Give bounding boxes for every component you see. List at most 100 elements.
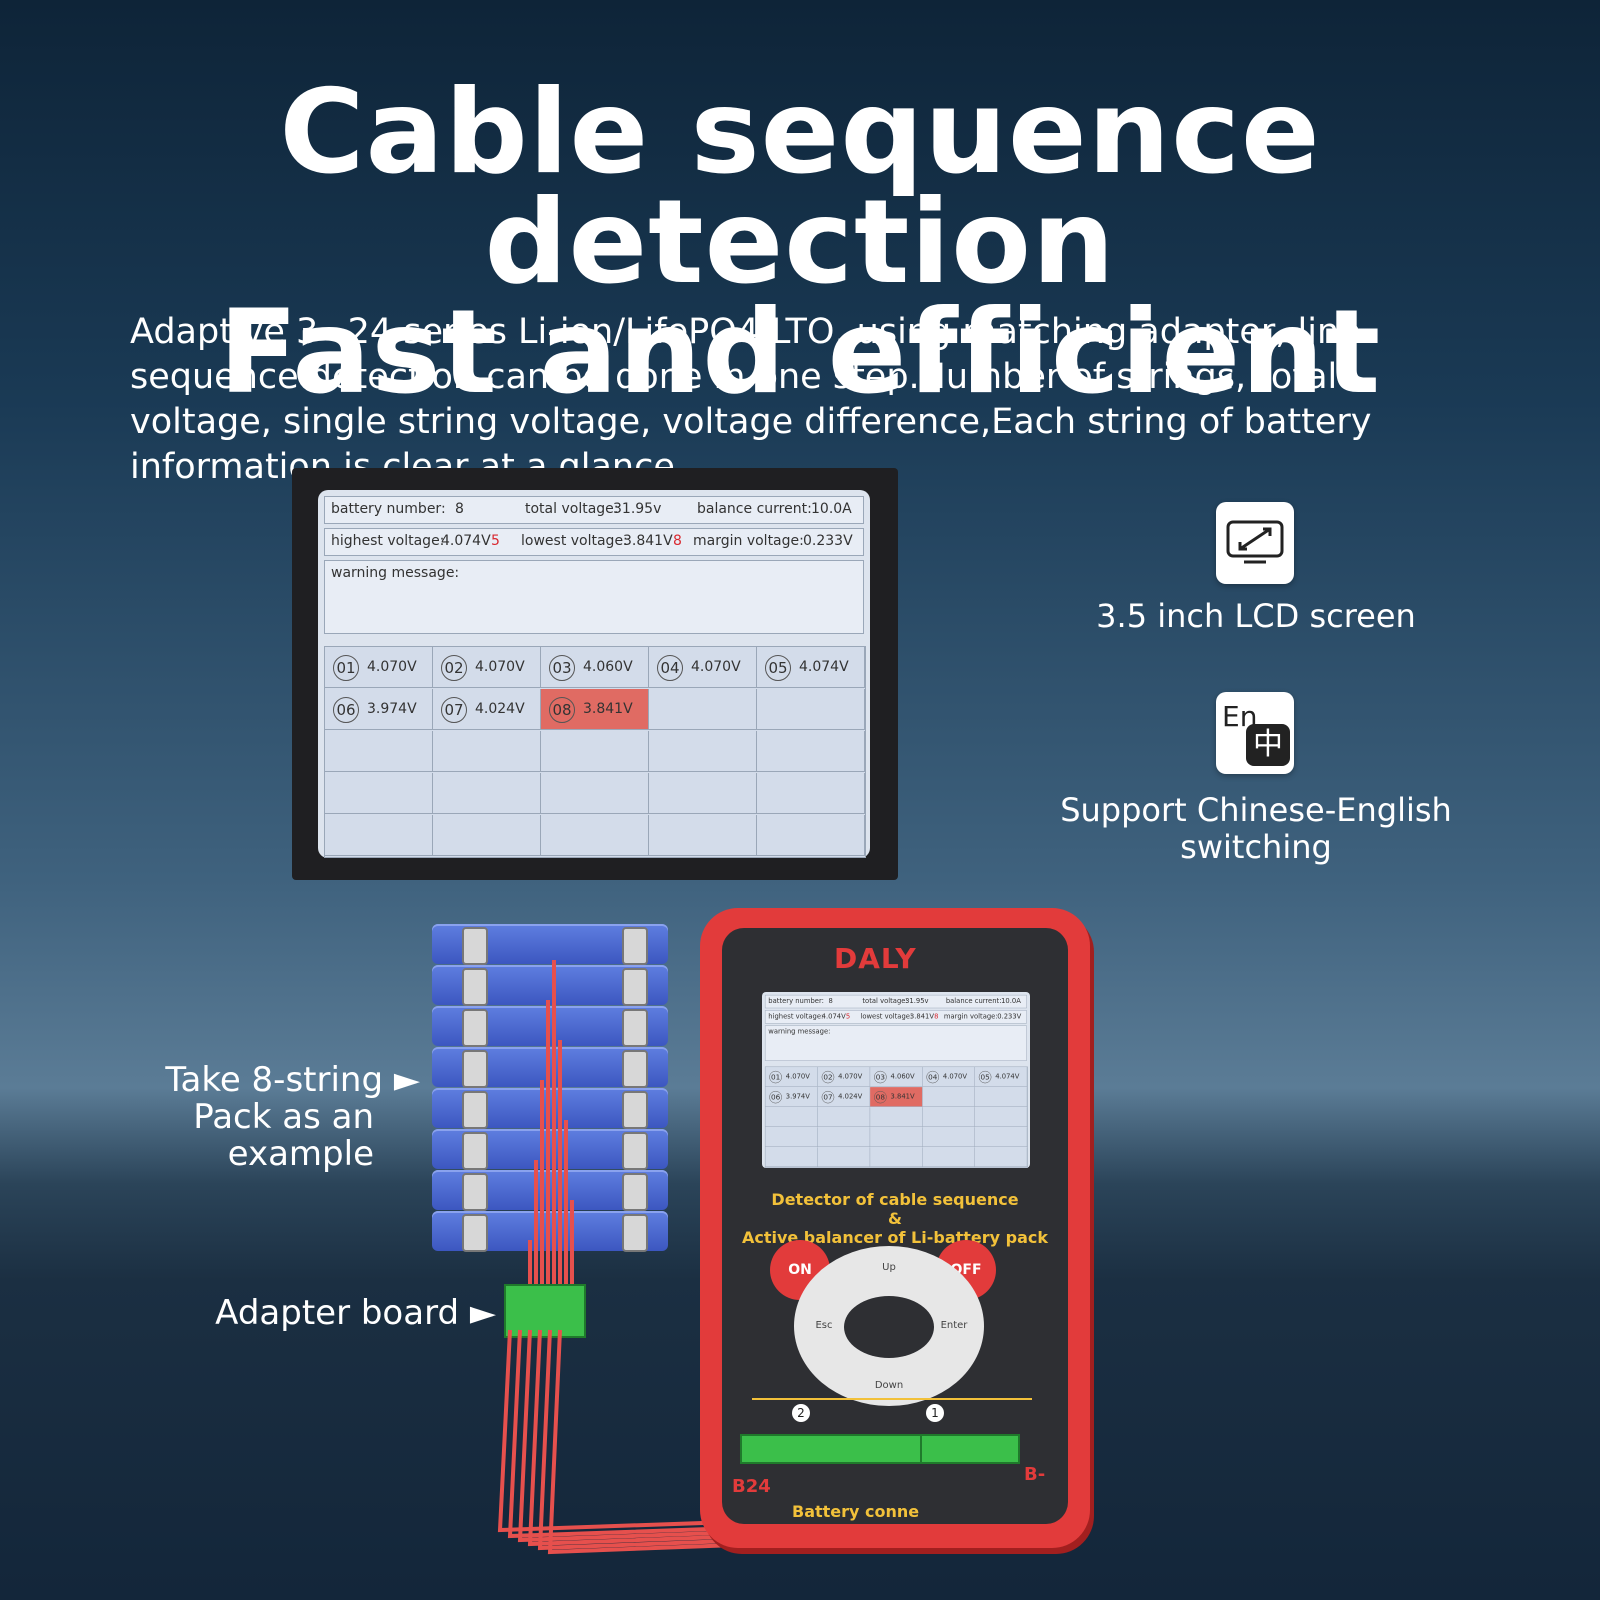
- b-minus-label: B-: [1024, 1464, 1046, 1485]
- connector-1[interactable]: [920, 1434, 1020, 1464]
- cell-number: 07: [821, 1090, 835, 1104]
- cell-number: 05: [978, 1070, 992, 1084]
- device-face: DALY battery number: 8 total voltage: 31…: [722, 928, 1068, 1524]
- down-button[interactable]: Down: [874, 1380, 904, 1391]
- cell-slot: [870, 1147, 923, 1167]
- cell-voltage: 4.070V: [785, 1072, 810, 1081]
- cell-slot: [817, 1107, 871, 1127]
- cell-voltage: 4.070V: [691, 659, 741, 675]
- cell-voltage: 3.974V: [785, 1092, 810, 1101]
- cell-voltage: 4.070V: [367, 659, 417, 675]
- terminal: [622, 1132, 648, 1170]
- info-row-2: highest voltage: 4.074V 5 lowest voltage…: [764, 1010, 1027, 1024]
- feature-language-line2: switching: [1180, 828, 1332, 866]
- battery-cell: [432, 965, 668, 1006]
- cell-slot: [870, 1127, 923, 1147]
- terminal: [462, 1091, 488, 1129]
- lowest-voltage: 3.841V: [623, 533, 673, 549]
- cell-slot: [922, 1127, 975, 1147]
- cell-voltage: 4.060V: [890, 1072, 915, 1081]
- highest-cell: 5: [491, 533, 500, 549]
- cell-slot: [765, 1107, 818, 1127]
- device-title-line1: Detector of cable sequence: [771, 1190, 1019, 1209]
- device-lcd: battery number: 8 total voltage: 31.95v …: [762, 992, 1030, 1168]
- terminal: [622, 1214, 648, 1252]
- cell-voltage: 4.060V: [583, 659, 633, 675]
- feature-language: Support Chinese-English switching: [1046, 792, 1466, 866]
- highest-voltage: 4.074V: [821, 1012, 846, 1021]
- terminal: [622, 927, 648, 965]
- battery-number: 8: [455, 501, 464, 517]
- headline-line1: Cable sequence detection: [279, 65, 1321, 310]
- navigation-pad: Up Down Esc Enter: [794, 1246, 984, 1406]
- margin-voltage: 0.233V: [803, 533, 853, 549]
- esc-button[interactable]: Esc: [815, 1320, 833, 1331]
- cell-voltage: 4.024V: [838, 1092, 863, 1101]
- up-button[interactable]: Up: [882, 1262, 896, 1273]
- cell-slot: [757, 731, 865, 772]
- warning-box: warning message:: [764, 1025, 1027, 1061]
- battery-number: 8: [828, 997, 833, 1005]
- cell-slot: [541, 815, 649, 856]
- device-title-line2: &: [888, 1209, 902, 1228]
- cell-voltage: 4.024V: [475, 701, 525, 717]
- highest-voltage-label: highest voltage:: [768, 1012, 824, 1021]
- cell-slot: [974, 1087, 1028, 1107]
- cell-slot: [433, 815, 541, 856]
- cell-slot: [649, 815, 757, 856]
- terminal: [462, 1050, 488, 1088]
- adapter-annotation: Adapter board ►: [215, 1293, 496, 1333]
- pad-center[interactable]: [844, 1296, 934, 1358]
- margin-voltage: 0.233V: [997, 1012, 1022, 1021]
- lowest-voltage: 3.841V: [909, 1012, 935, 1021]
- cell-slot: [541, 773, 649, 814]
- terminal: [622, 1173, 648, 1211]
- highest-voltage: 4.074V: [441, 533, 491, 549]
- highest-voltage-label: highest voltage:: [331, 533, 445, 549]
- port-divider: [752, 1398, 1032, 1400]
- cell-slot: [922, 1107, 975, 1127]
- b24-label: B24: [732, 1476, 771, 1497]
- info-row-1: battery number: 8 total voltage: 31.95v …: [764, 994, 1027, 1009]
- cell-slot: [649, 731, 757, 772]
- cell-slot: [922, 1147, 975, 1167]
- cell-slot: [870, 1107, 923, 1127]
- total-voltage-label: total voltage:: [525, 501, 619, 517]
- connector-2[interactable]: [740, 1434, 924, 1464]
- cell-slot: [974, 1107, 1028, 1127]
- pack-annotation-line2: Pack as an: [193, 1097, 374, 1137]
- info-row-1: battery number: 8 total voltage: 31.95v …: [324, 496, 864, 524]
- terminal: [462, 1132, 488, 1170]
- cell-slot: [817, 1127, 871, 1147]
- terminal: [462, 927, 488, 965]
- screen-icon: [1216, 502, 1294, 584]
- cell-number: 02: [821, 1070, 835, 1084]
- terminal: [462, 1009, 488, 1047]
- terminal: [622, 1050, 648, 1088]
- balance-current-label: balance current:: [945, 997, 1002, 1005]
- terminal: [462, 968, 488, 1006]
- lcd-display: battery number: 8 total voltage: 31.95v …: [318, 490, 870, 858]
- cell-number: 04: [657, 655, 683, 681]
- cell-slot: 04 4.070V: [649, 647, 757, 688]
- total-voltage: 31.95v: [905, 997, 929, 1005]
- info-row-2: highest voltage: 4.074V 5 lowest voltage…: [324, 528, 864, 556]
- terminal: [622, 1009, 648, 1047]
- cell-number: 06: [769, 1090, 782, 1104]
- port-2-marker: 2: [792, 1404, 810, 1422]
- cell-number: 02: [441, 655, 467, 681]
- cell-voltage: 3.841V: [890, 1092, 915, 1101]
- cell-number: 04: [926, 1070, 940, 1084]
- enter-button[interactable]: Enter: [940, 1320, 968, 1331]
- cell-slot: [325, 773, 433, 814]
- language-icon: En 中: [1216, 692, 1294, 774]
- device-title-line3: Active balancer of Li-battery pack: [741, 1228, 1049, 1247]
